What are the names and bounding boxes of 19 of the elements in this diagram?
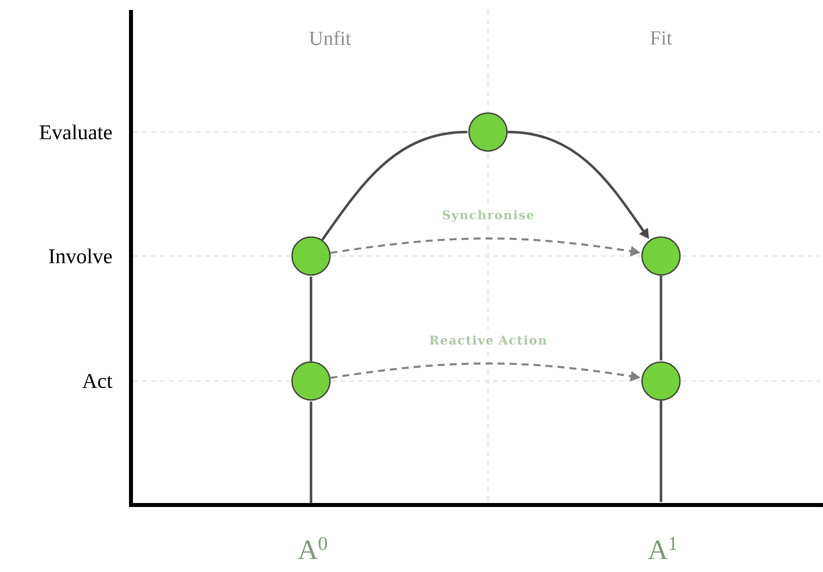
axis-label: A$^{1}$ [648, 537, 677, 559]
connector-line [660, 276, 662, 360]
row-label: Act [82, 374, 112, 388]
connector-line [310, 276, 312, 362]
circle-node [641, 361, 681, 401]
column-heading: Unfit [309, 30, 351, 46]
connector-line [321, 130, 468, 241]
connector-line [660, 400, 662, 502]
axis-label: A$^{0}$ [298, 536, 328, 560]
edge-label: Reactive Action [428, 334, 548, 346]
row-label: Evaluate [40, 124, 112, 140]
circle-node [468, 112, 508, 152]
circle-node [291, 361, 331, 401]
circle-node [641, 236, 681, 276]
row-label: Involve [49, 248, 112, 264]
column-heading: Fit [650, 31, 672, 45]
connector-line [310, 402, 312, 503]
circle-node [291, 236, 331, 276]
edge-label: Synchronise [441, 209, 535, 223]
